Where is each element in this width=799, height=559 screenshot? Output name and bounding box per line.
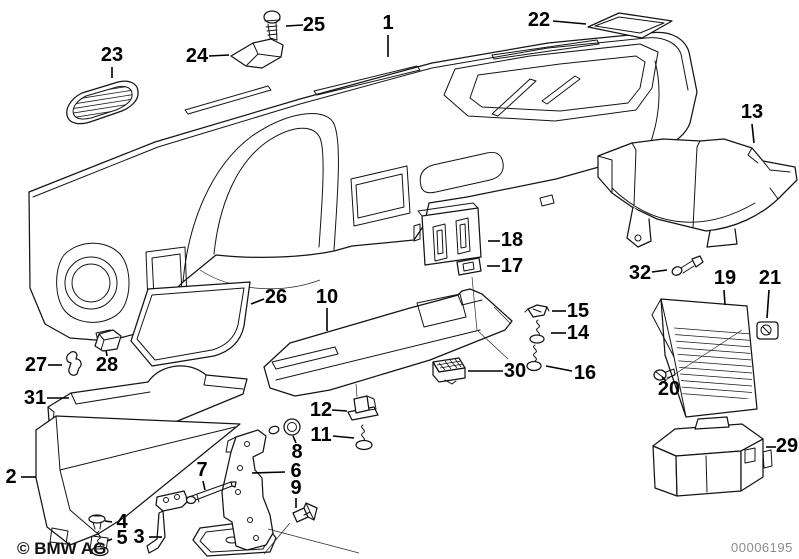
part-callout-9: 9: [290, 477, 301, 499]
leader-line-24: [208, 54, 230, 57]
part-14-screw: [529, 319, 545, 344]
part-callout-25: 25: [303, 14, 325, 36]
leader-line-5: [106, 538, 113, 542]
part-6-bracket: [192, 429, 277, 557]
part-callout-14: 14: [567, 322, 590, 344]
part-callout-3: 3: [133, 526, 144, 548]
part-callout-17: 17: [501, 255, 523, 277]
part-callout-19: 19: [714, 267, 736, 289]
part-callout-32: 32: [629, 262, 651, 284]
part-callout-18: 18: [501, 229, 523, 251]
part-callout-16: 16: [574, 362, 596, 384]
part-30-module: [432, 357, 466, 385]
part-23-grille: [66, 80, 139, 125]
leader-line-13: [751, 123, 755, 144]
part-32-rivet: [671, 255, 704, 276]
part-24-clip: [230, 38, 284, 69]
part-callout-23: 23: [101, 44, 123, 66]
part-16-screw: [526, 344, 542, 372]
leader-line-19: [723, 289, 726, 306]
part-26-panel: [130, 281, 251, 367]
part-callout-24: 24: [186, 45, 209, 67]
part-11-screw: [355, 424, 373, 451]
part-25-screw: [263, 10, 281, 41]
part-callout-2: 2: [5, 466, 16, 488]
part-callout-30: 30: [504, 360, 526, 382]
part-5-screw: [91, 530, 109, 557]
part-27-clip: [66, 351, 82, 376]
part-29-box: [652, 416, 773, 497]
part-13-panel: [597, 138, 798, 248]
part-18-switch-bracket: [413, 202, 482, 266]
leader-line-28: [105, 349, 108, 357]
part-4-push-nut: [88, 514, 106, 530]
part-callout-12: 12: [310, 399, 332, 421]
leader-line-8: [292, 435, 297, 444]
part-19-speaker-panel: [651, 298, 758, 418]
part-callout-4: 4: [116, 511, 128, 533]
leader-line-20: [661, 376, 667, 382]
leader-line-12: [331, 409, 348, 412]
part-callout-26: 26: [265, 286, 287, 308]
part-callout-13: 13: [741, 101, 763, 123]
part-callout-20: 20: [658, 378, 680, 400]
leader-line-25: [285, 24, 304, 27]
leader-line-7: [202, 480, 206, 491]
part-callout-8: 8: [291, 441, 302, 463]
part-callout-22: 22: [528, 9, 550, 31]
part-28-bracket: [94, 329, 122, 352]
leader-line-11: [332, 435, 355, 439]
leader-line-16: [545, 365, 573, 372]
part-callout-5: 5: [116, 527, 127, 549]
part-22-grille: [587, 12, 673, 39]
part-callout-28: 28: [96, 354, 118, 376]
part-7-rod: [185, 481, 237, 505]
assembly-lines: [263, 276, 512, 555]
leader-line-26: [250, 298, 265, 305]
part-15-clip-nut: [524, 304, 550, 318]
part-callout-31: 31: [24, 387, 46, 409]
part-callout-1: 1: [382, 12, 393, 34]
part-callout-21: 21: [759, 267, 781, 289]
part-callout-7: 7: [196, 459, 207, 481]
document-number: 00006195: [731, 540, 793, 555]
copyright-text: © BMW AG: [17, 539, 107, 558]
part-9-bolt: [292, 502, 318, 523]
part-callout-27: 27: [25, 354, 47, 376]
part-10-shelf: [263, 288, 513, 397]
part-21-clip: [756, 321, 779, 340]
part-8-bolt: [268, 418, 301, 436]
leader-line-4: [104, 520, 113, 523]
part-17-clip-nut: [456, 257, 482, 276]
grille-19-hatch: [674, 327, 753, 400]
leader-line-6: [251, 471, 286, 474]
leader-line-32: [651, 269, 668, 273]
part-3-bracket: [146, 490, 189, 554]
leader-line-21: [766, 289, 770, 319]
leader-line-22: [552, 20, 587, 25]
part-12-bracket: [347, 395, 379, 421]
part-callout-11: 11: [310, 424, 331, 446]
part-callout-6: 6: [290, 460, 301, 482]
part-dashboard: [28, 31, 698, 342]
part-callout-29: 29: [776, 435, 798, 457]
part-callout-15: 15: [567, 300, 589, 322]
part-callout-10: 10: [316, 286, 338, 308]
